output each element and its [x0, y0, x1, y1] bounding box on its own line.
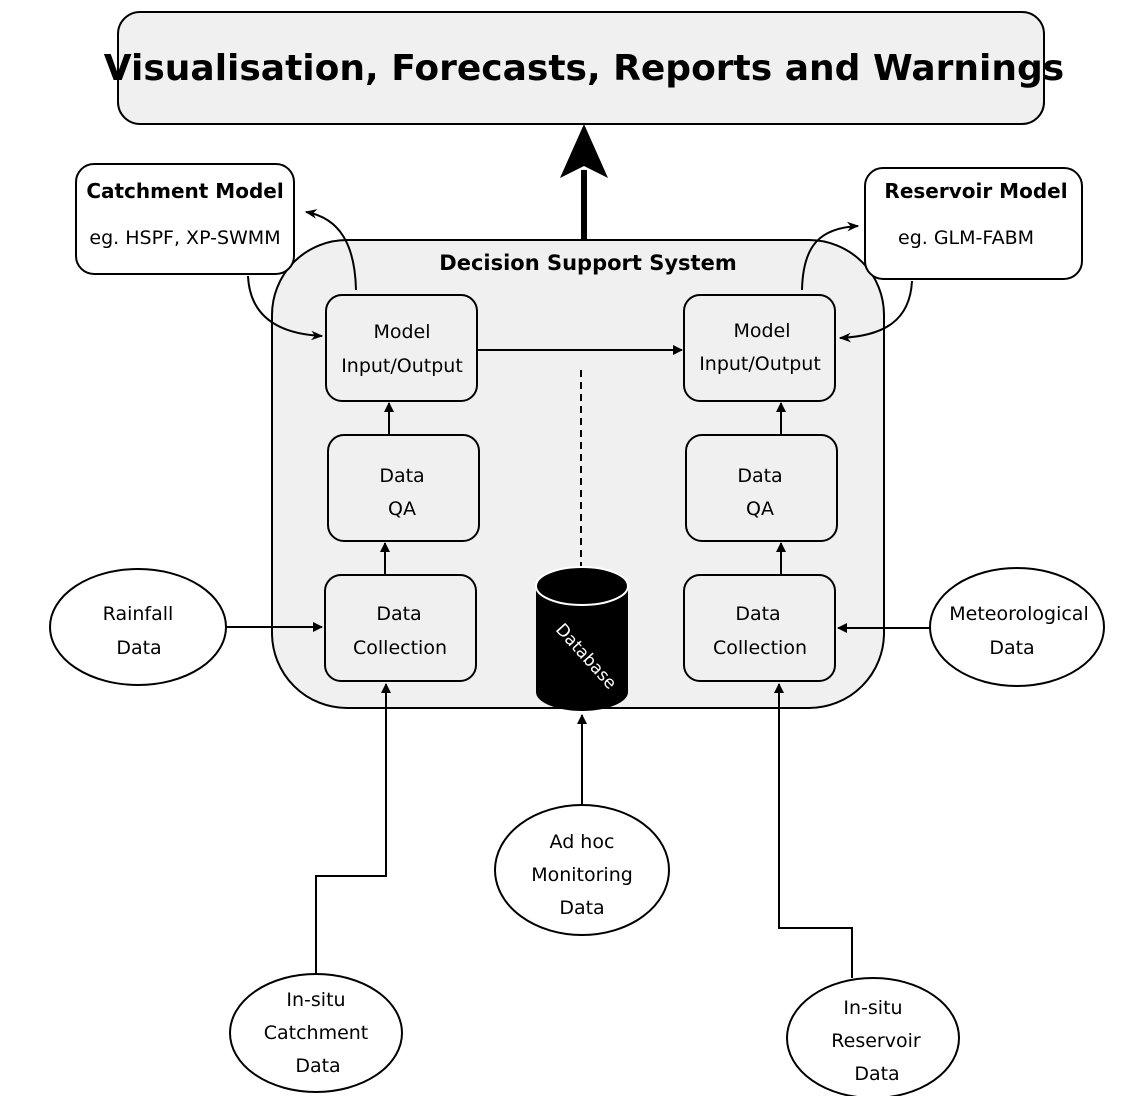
right-model-io-line1: Model	[733, 320, 790, 342]
ad-hoc-line2: Monitoring	[531, 864, 633, 886]
in-situ-catchment-node: In-situ Catchment Data	[229, 973, 403, 1093]
ad-hoc-line3: Data	[559, 897, 604, 919]
in-situ-catchment-line1: In-situ	[286, 989, 345, 1011]
model-to-catchment-arrow	[304, 209, 357, 291]
left-data-qa-line2: QA	[388, 498, 416, 520]
dss-label: Decision Support System	[439, 251, 736, 275]
left-data-collection-line1: Data	[376, 603, 421, 625]
catchment-model-detail: eg. HSPF, XP-SWMM	[89, 227, 280, 249]
right-model-io-box: Model Input/Output	[683, 294, 836, 402]
right-data-collection-line1: Data	[735, 603, 780, 625]
output-title: Visualisation, Forecasts, Reports and Wa…	[104, 48, 1064, 89]
output-arrow	[560, 124, 608, 240]
left-data-collection-box: Data Collection	[324, 574, 477, 682]
right-data-qa-line1: Data	[737, 465, 782, 487]
in-situ-catchment-line2: Catchment	[264, 1022, 369, 1044]
left-data-collection-line2: Collection	[353, 637, 447, 659]
ad-hoc-monitoring-node: Ad hoc Monitoring Data	[494, 804, 670, 936]
reservoir-model-title: Reservoir Model	[884, 179, 1067, 203]
right-data-collection-line2: Collection	[713, 637, 807, 659]
right-data-collection-box: Data Collection	[683, 574, 836, 682]
in-situ-catchment-line3: Data	[295, 1055, 340, 1077]
catchment-model-title: Catchment Model	[86, 179, 283, 203]
left-model-io-line1: Model	[373, 321, 430, 343]
meteorological-data-node: Meteorological Data	[929, 567, 1105, 687]
in-situ-catchment-arrow	[315, 683, 391, 974]
right-data-qa-line2: QA	[746, 498, 774, 520]
rainfall-line1: Rainfall	[103, 603, 174, 625]
reservoir-to-model-arrow	[838, 280, 913, 343]
left-model-io-line2: Input/Output	[341, 355, 463, 377]
meteorological-line2: Data	[989, 637, 1034, 659]
meteorological-line1: Meteorological	[949, 603, 1088, 625]
catchment-to-model-arrow	[247, 275, 324, 341]
model-to-reservoir-arrow	[801, 221, 860, 291]
left-data-qa-line1: Data	[379, 465, 424, 487]
reservoir-model-box: Reservoir Model eg. GLM-FABM	[864, 167, 1083, 280]
connectors	[226, 209, 930, 978]
rainfall-line2: Data	[116, 637, 161, 659]
rainfall-data-node: Rainfall Data	[49, 568, 227, 686]
database-cylinder: Database	[535, 566, 629, 711]
in-situ-reservoir-line1: In-situ	[843, 997, 902, 1019]
in-situ-reservoir-node: In-situ Reservoir Data	[786, 977, 960, 1096]
output-title-box: Visualisation, Forecasts, Reports and Wa…	[104, 11, 1064, 125]
left-model-io-box: Model Input/Output	[325, 294, 478, 402]
ad-hoc-line1: Ad hoc	[550, 831, 615, 853]
in-situ-reservoir-line2: Reservoir	[831, 1030, 921, 1052]
catchment-model-box: Catchment Model eg. HSPF, XP-SWMM	[75, 163, 295, 275]
in-situ-reservoir-line3: Data	[854, 1063, 899, 1085]
right-model-io-line2: Input/Output	[699, 353, 821, 375]
right-data-qa-box: Data QA	[685, 434, 838, 542]
reservoir-model-detail: eg. GLM-FABM	[898, 227, 1034, 249]
left-data-qa-box: Data QA	[327, 434, 480, 542]
in-situ-reservoir-arrow	[774, 683, 853, 978]
